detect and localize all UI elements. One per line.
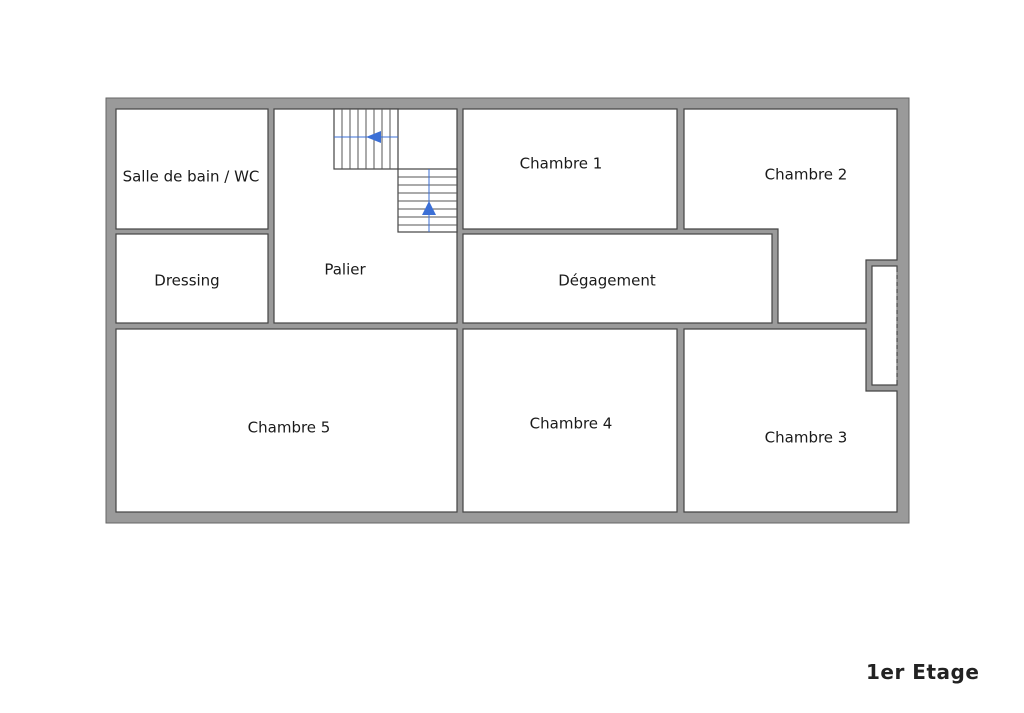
label-chambre-1: Chambre 1 [520,155,603,173]
staircase-upper [333,108,399,170]
floor-label: 1er Etage [866,660,980,684]
room-chambre-2 [683,108,898,324]
label-degagement: Dégagement [558,272,656,290]
label-salle-de-bain: Salle de bain / WC [123,168,260,186]
label-chambre-4: Chambre 4 [530,415,613,433]
stair-arrow-up-icon [422,201,436,215]
label-chambre-2: Chambre 2 [765,166,848,184]
staircase-lower [397,168,458,233]
stair-arrow-left-icon [366,131,381,143]
room-chambre-1 [462,108,678,230]
room-chambre-5 [115,328,458,513]
label-dressing: Dressing [154,272,219,290]
room-dressing [115,233,269,324]
room-degagement [462,233,773,324]
room-chambre-4 [462,328,678,513]
room-salle-de-bain [115,108,269,230]
label-chambre-5: Chambre 5 [248,419,331,437]
label-chambre-3: Chambre 3 [765,429,848,447]
closet [871,265,898,386]
label-palier: Palier [324,261,366,279]
room-chambre-3 [683,328,898,513]
